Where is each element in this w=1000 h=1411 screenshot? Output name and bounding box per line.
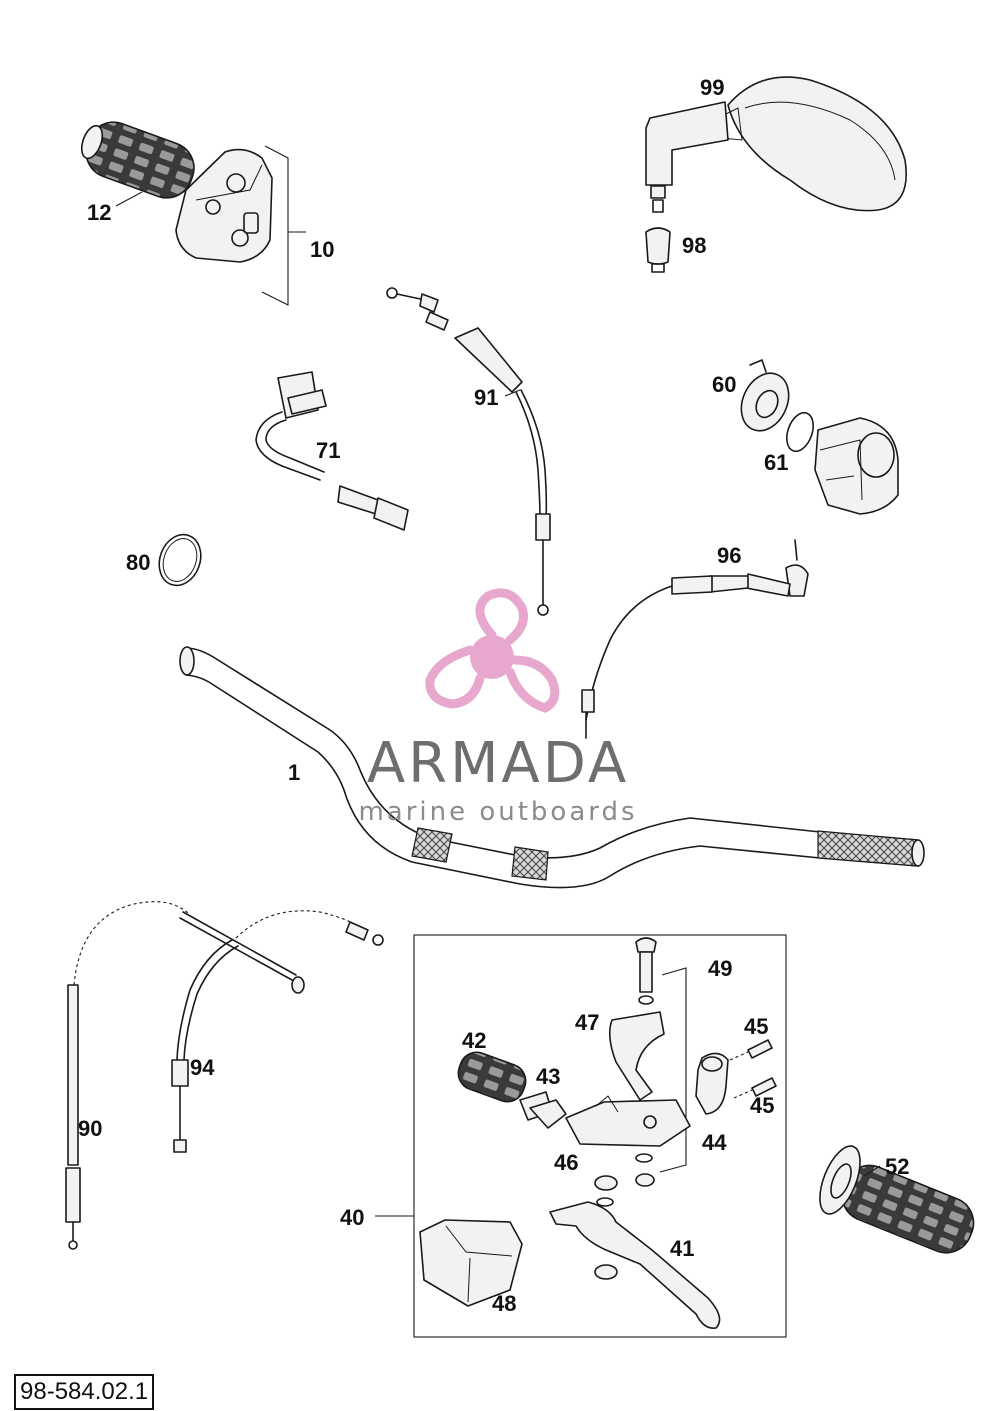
watermark-name: ARMADA	[367, 731, 629, 796]
washers	[594, 1153, 655, 1280]
label-60: 60	[712, 372, 736, 397]
switch-71	[255, 371, 409, 531]
label-61: 61	[764, 450, 788, 475]
bolts-45	[729, 1039, 777, 1099]
label-45a: 45	[744, 1014, 768, 1039]
cable-96	[581, 539, 809, 739]
switch-housing	[814, 417, 899, 515]
label-48: 48	[492, 1291, 516, 1316]
lever-41	[549, 1201, 721, 1330]
cable-94	[171, 910, 384, 1153]
label-43: 43	[536, 1064, 560, 1089]
label-1: 1	[288, 760, 300, 785]
clamp-80	[158, 533, 202, 587]
propeller-logo	[425, 588, 560, 713]
label-52: 52	[885, 1154, 909, 1179]
leader-12	[115, 191, 143, 207]
label-45b: 45	[750, 1093, 774, 1118]
mirror-bolt-98	[645, 185, 671, 273]
watermark: ARMADA marine outboards	[358, 588, 637, 827]
label-91: 91	[474, 385, 498, 410]
handlebar-1	[179, 646, 925, 889]
label-46: 46	[554, 1150, 578, 1175]
label-80: 80	[126, 550, 150, 575]
label-98: 98	[682, 233, 706, 258]
label-12: 12	[87, 200, 111, 225]
label-71: 71	[316, 438, 340, 463]
bolt-49	[635, 937, 657, 1005]
label-94: 94	[190, 1055, 215, 1080]
label-42: 42	[462, 1028, 486, 1053]
screw-43	[519, 1091, 567, 1129]
throttle-grip-assembly	[80, 121, 273, 263]
label-96: 96	[717, 543, 741, 568]
leader-52	[863, 1165, 881, 1177]
grip-42	[457, 1051, 527, 1103]
label-44: 44	[702, 1130, 727, 1155]
label-49: 49	[708, 956, 732, 981]
clamp-44	[695, 1052, 729, 1115]
arm-47	[608, 1011, 665, 1101]
label-40: 40	[340, 1205, 364, 1230]
label-90: 90	[78, 1116, 102, 1141]
assembly-box-40	[375, 934, 787, 1338]
ring-60	[740, 359, 790, 432]
label-41: 41	[670, 1236, 694, 1261]
cable-91	[386, 287, 551, 616]
label-99: 99	[700, 75, 724, 100]
watermark-subtitle: marine outboards	[358, 797, 637, 827]
cover-48	[419, 1219, 523, 1307]
mirror-99	[645, 76, 907, 212]
bracket-46	[565, 1095, 691, 1147]
grip-52	[819, 1145, 975, 1254]
label-47: 47	[575, 1010, 599, 1035]
bracket-10	[261, 145, 306, 306]
bracket-49	[659, 967, 687, 1173]
leader-91	[504, 389, 521, 397]
label-10: 10	[310, 237, 334, 262]
cable-90	[65, 901, 191, 1250]
seal-61	[786, 411, 814, 453]
catalog-code: 98-584.02.1	[14, 1374, 155, 1410]
